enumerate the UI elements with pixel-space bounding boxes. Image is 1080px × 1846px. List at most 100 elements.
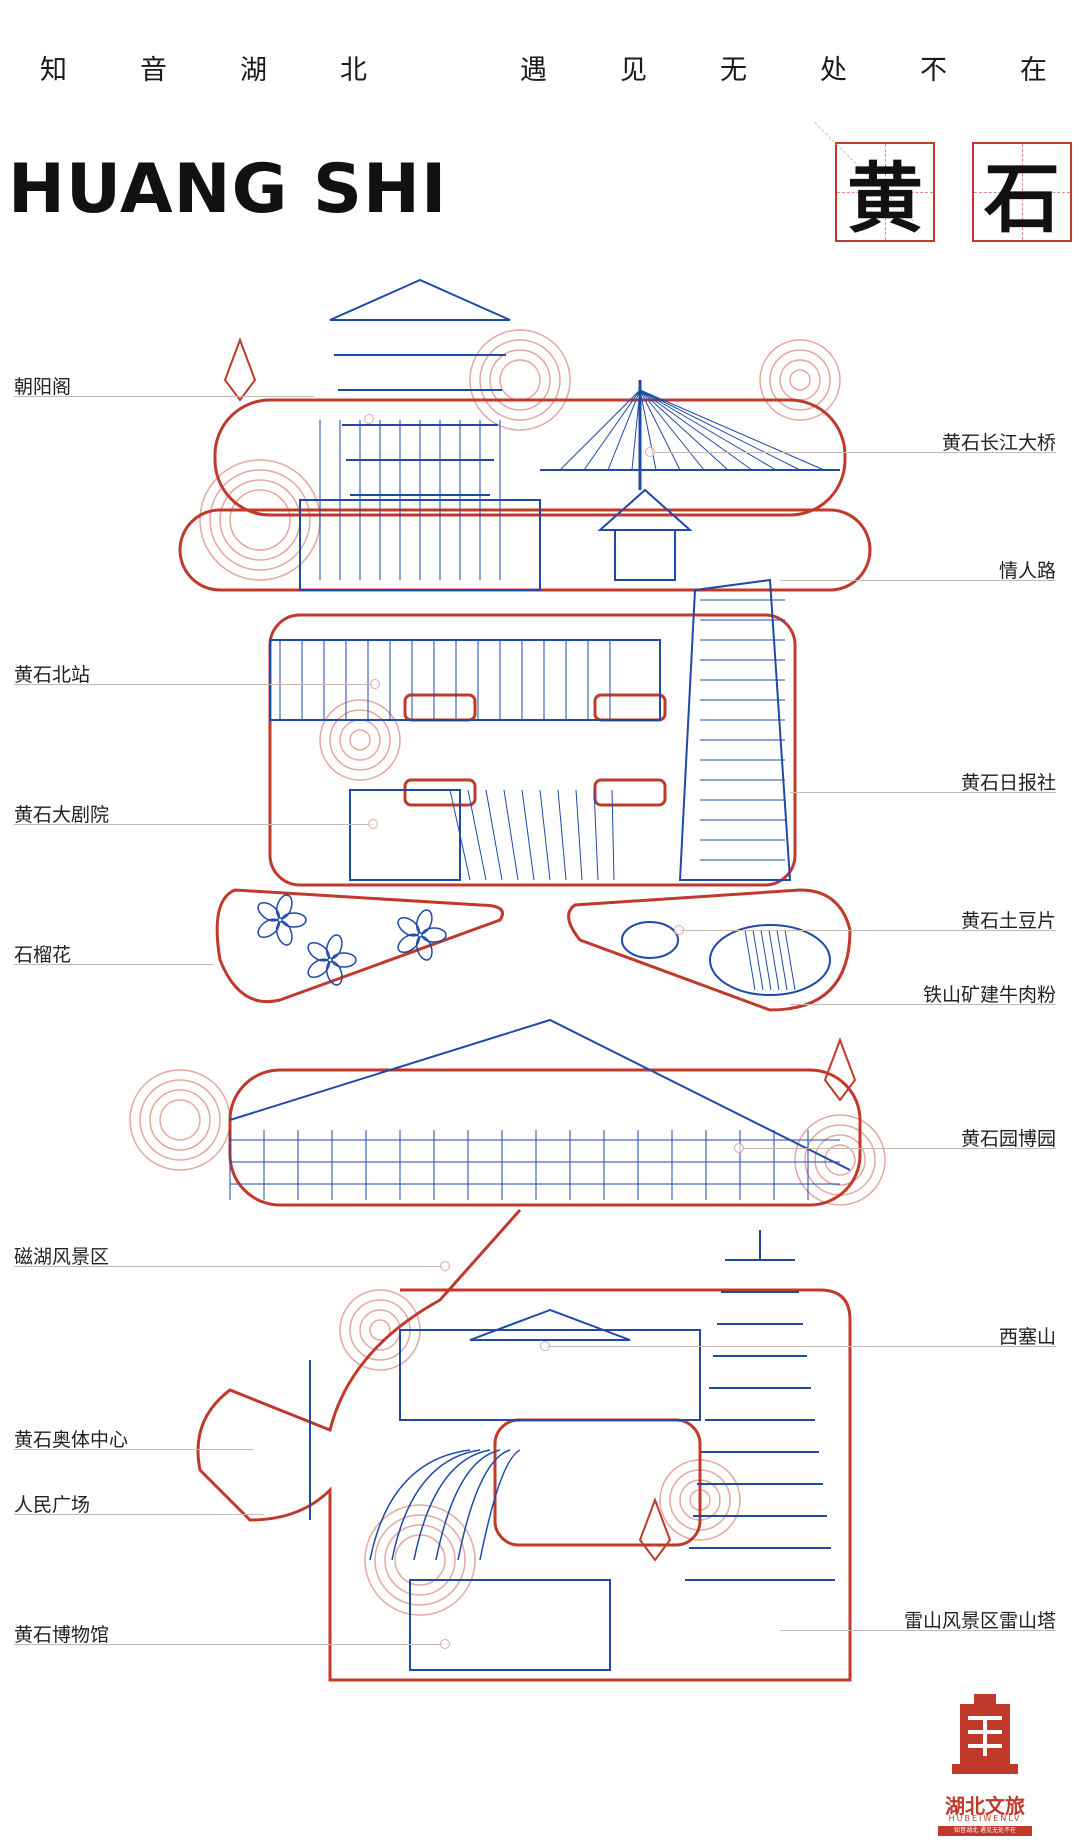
- stroke-box-slot: [403, 693, 477, 722]
- chip-plate: [621, 921, 679, 959]
- leader-line: [14, 1514, 264, 1515]
- theater-rib: [485, 789, 503, 881]
- wave-swirl: [369, 1319, 391, 1341]
- wave-swirl: [129, 1069, 231, 1171]
- museum-block: [409, 1579, 611, 1671]
- crystal-shard: [638, 1497, 672, 1562]
- logo-name: 湖北文旅: [945, 1794, 1025, 1818]
- flower-petal: [281, 912, 307, 928]
- wave-swirl: [479, 339, 561, 421]
- leader-line: [790, 1004, 1056, 1005]
- wave-swirl: [469, 329, 571, 431]
- label-theater: 黄石大剧院: [14, 804, 110, 826]
- stadium-rib: [457, 1449, 511, 1561]
- wave-swirl: [219, 479, 301, 561]
- flower-petal: [325, 960, 343, 986]
- leader-dot: [364, 414, 374, 424]
- stroke-top-bar: [213, 398, 847, 517]
- tower-building: [678, 578, 792, 881]
- flower-petal: [307, 958, 330, 979]
- label-daily-news: 黄石日报社: [960, 772, 1056, 794]
- leader-dot: [645, 447, 655, 457]
- wave-swirl: [329, 709, 391, 771]
- wave-swirl: [779, 359, 821, 401]
- stadium-rib: [413, 1449, 491, 1561]
- wave-swirl: [814, 1134, 866, 1186]
- crystal-shard: [823, 1037, 857, 1102]
- stroke-box: [268, 613, 797, 887]
- noodle-strand: [768, 929, 780, 991]
- wave-swirl: [364, 1504, 476, 1616]
- theater-rib: [467, 789, 487, 881]
- label-beizhan: 黄石北站: [14, 664, 91, 686]
- leader-dot: [674, 925, 684, 935]
- slogan-char: 知: [40, 55, 67, 86]
- noodle-strand: [760, 929, 772, 991]
- bridge-cable: [639, 389, 777, 471]
- bridge-cable: [639, 389, 729, 471]
- slogan-char: 不: [920, 55, 947, 86]
- stroke-left-dot: [215, 888, 504, 1004]
- crystal-shard: [223, 337, 257, 402]
- slogan-char: 无: [720, 55, 747, 86]
- flower-petal: [397, 916, 420, 937]
- label-cihu: 磁湖风景区: [14, 1246, 110, 1268]
- leader-line: [790, 792, 1056, 793]
- theater-rib: [611, 789, 615, 881]
- wave-swirl: [759, 339, 841, 421]
- flower-petal: [325, 934, 343, 960]
- slogan-char: 湖: [240, 55, 267, 86]
- hubei-wenlv-logo: 湖北文旅 HUBEIWENLV 知音湖北 遇见无处不在: [930, 1690, 1040, 1836]
- label-museum: 黄石博物馆: [14, 1624, 110, 1646]
- wave-swirl: [339, 719, 381, 761]
- leader-line: [14, 1266, 444, 1267]
- title-seal-huang: 黄: [814, 122, 935, 243]
- wave-swirl: [349, 729, 371, 751]
- small-pavilion-body: [614, 529, 676, 581]
- noodle-strand: [776, 929, 788, 991]
- leader-line: [780, 580, 1056, 581]
- wave-swirl: [769, 349, 831, 411]
- logo-tagline: 知音湖北 遇见无处不在: [938, 1826, 1032, 1836]
- bridge-cable: [639, 389, 753, 471]
- flower-petal: [275, 920, 293, 946]
- gateway: [399, 1329, 701, 1421]
- bridge-cable: [639, 389, 801, 471]
- stadium-rib: [369, 1449, 471, 1561]
- wave-swirl: [159, 1099, 201, 1141]
- leader-line: [650, 452, 1056, 453]
- bridge-cable: [583, 389, 641, 471]
- label-pomegranate: 石榴花: [14, 944, 72, 966]
- title-cn-char: 石: [984, 154, 1060, 243]
- leader-line: [780, 1630, 1056, 1631]
- city-title-en: HUANG SHI: [8, 150, 448, 229]
- noodle-strand: [784, 929, 796, 991]
- label-bridge: 黄石长江大桥: [941, 432, 1056, 454]
- flower-petal: [397, 933, 420, 954]
- flower-petal: [415, 935, 433, 961]
- label-leishan-pagoda: 雷山风景区雷山塔: [903, 1610, 1056, 1632]
- label-beef-noodles: 铁山矿建牛肉粉: [922, 984, 1056, 1006]
- slogan-char: 在: [1020, 55, 1047, 86]
- wave-swirl: [824, 1144, 856, 1176]
- label-zhaoyangge: 朝阳阁: [14, 376, 72, 398]
- pavilion-base: [299, 499, 541, 591]
- theater-rib: [503, 789, 519, 881]
- wave-swirl: [789, 369, 811, 391]
- bridge-cable: [639, 389, 825, 471]
- wave-swirl: [374, 1514, 466, 1606]
- slogan-char: 见: [620, 55, 647, 86]
- slogan-char: 北: [340, 55, 367, 86]
- wave-swirl: [499, 359, 541, 401]
- stadium-rib: [391, 1449, 481, 1561]
- slogan-char: 遇: [520, 55, 547, 86]
- flower-petal: [331, 952, 357, 968]
- label-peoples-square: 人民广场: [14, 1494, 91, 1516]
- flower-petal: [257, 918, 280, 939]
- stadium-rib: [479, 1449, 521, 1561]
- leader-line: [14, 1644, 444, 1645]
- leader-line: [680, 930, 1056, 931]
- bridge-cable: [639, 389, 681, 471]
- theater-rib: [521, 789, 535, 881]
- flower-petal: [257, 901, 280, 922]
